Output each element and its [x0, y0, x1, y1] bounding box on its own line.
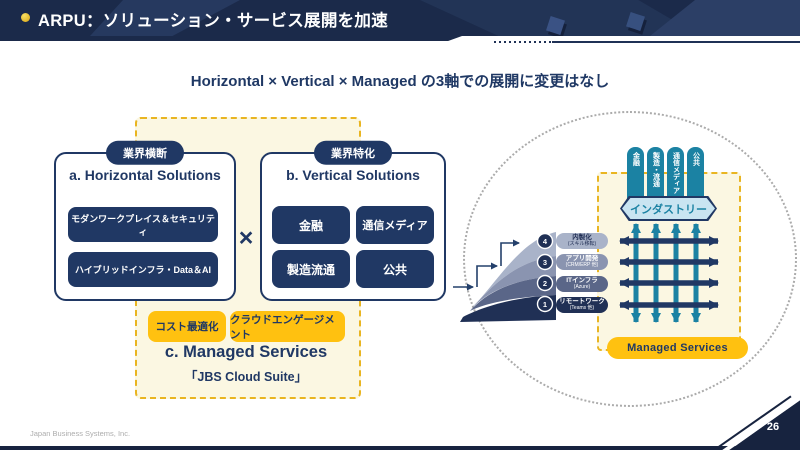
- industry-bar-telecom: 通信メディア: [667, 147, 684, 200]
- vertical-item: 金融: [272, 206, 350, 244]
- horizontal-solutions-box: 業界横断 a. Horizontal Solutions モダンワークプレイス＆…: [54, 140, 236, 301]
- vertical-item: 公共: [356, 250, 434, 288]
- header-shard: [650, 0, 800, 36]
- step-arrows: [453, 239, 520, 291]
- managed-chip-cost: コスト最適化: [148, 311, 226, 342]
- badge-number: 3: [543, 258, 547, 267]
- industry-bar-finance: 金融: [627, 147, 644, 200]
- layer-sublabel: (CRM/ERP 他): [565, 261, 599, 268]
- layer-label: 内製化: [572, 233, 592, 241]
- vertical-item: 製造流通: [272, 250, 350, 288]
- managed-services-box: Managed Services: [607, 337, 748, 359]
- dotted-circle: [463, 111, 797, 407]
- industry-bar-manufacturing: 製造・流通: [647, 147, 664, 200]
- layer-sublabel: (スキル移転): [567, 240, 597, 247]
- bullet-icon: [21, 13, 30, 22]
- header-angled-edge: [0, 36, 462, 41]
- industry-banner-label: インダストリー: [622, 198, 715, 219]
- layer-pill-app-dev: アプリ開発 (CRM/ERP 他): [556, 254, 608, 270]
- vertical-solutions-box: 業界特化 b. Vertical Solutions 金融 通信メディア 製造流…: [260, 140, 446, 301]
- header-bar: [0, 0, 800, 36]
- vertical-item: 通信メディア: [356, 206, 434, 244]
- jbs-cloud-suite-label: 「JBS Cloud Suite」: [184, 370, 308, 384]
- page-title: ARPU：ソリューション・サービス展開を加速: [38, 12, 389, 30]
- vertical-solutions-title: b. Vertical Solutions: [286, 167, 420, 183]
- layer-label: アプリ開発: [565, 254, 599, 262]
- company-name: Japan Business Systems, Inc.: [30, 429, 131, 438]
- badge-number: 1: [543, 300, 547, 309]
- tag-cross-industry: 業界横断: [106, 140, 184, 165]
- managed-services-title: c. Managed Services: [164, 343, 328, 361]
- layer-pill-insourcing: 内製化 (スキル移転): [556, 233, 608, 249]
- header-accent-dashes: [494, 41, 552, 43]
- badge-number: 2: [543, 279, 547, 288]
- industry-bar-public: 公共: [687, 147, 704, 200]
- layer-pill-it-infra: ITインフラ (Azure): [556, 276, 608, 292]
- horizontal-item: ハイブリッドインフラ・Data＆AI: [68, 252, 218, 287]
- header-accent-line: [552, 41, 800, 43]
- badge-number: 4: [543, 237, 548, 246]
- tag-industry-specific: 業界特化: [314, 140, 392, 165]
- horizontal-arrows: [619, 236, 719, 310]
- page-number: 26: [766, 421, 780, 433]
- layer-sublabel: (Azure): [573, 283, 591, 290]
- bottom-bar: [0, 446, 800, 450]
- layer-sublabel: (Teams 他): [569, 304, 595, 311]
- horizontal-solutions-title: a. Horizontal Solutions: [69, 167, 221, 183]
- layer-label: ITインフラ: [566, 276, 598, 284]
- managed-chip-cloud: クラウドエンゲージメント: [230, 311, 345, 342]
- multiply-sign: ×: [238, 224, 254, 252]
- growth-mountain: [460, 232, 556, 322]
- layer-badges: 4 3 2 1: [536, 232, 554, 313]
- horizontal-item: モダンワークプレイス＆セキュリティ: [68, 207, 218, 242]
- industry-banner: インダストリー: [620, 196, 717, 221]
- layer-pill-remote-work: リモートワーク (Teams 他): [556, 297, 608, 313]
- slide-subtitle: Horizontal × Vertical × Managed の3軸での展開に…: [190, 73, 610, 90]
- layer-label: リモートワーク: [559, 297, 605, 305]
- matrix-diagram: 4 3 2 1: [453, 223, 719, 323]
